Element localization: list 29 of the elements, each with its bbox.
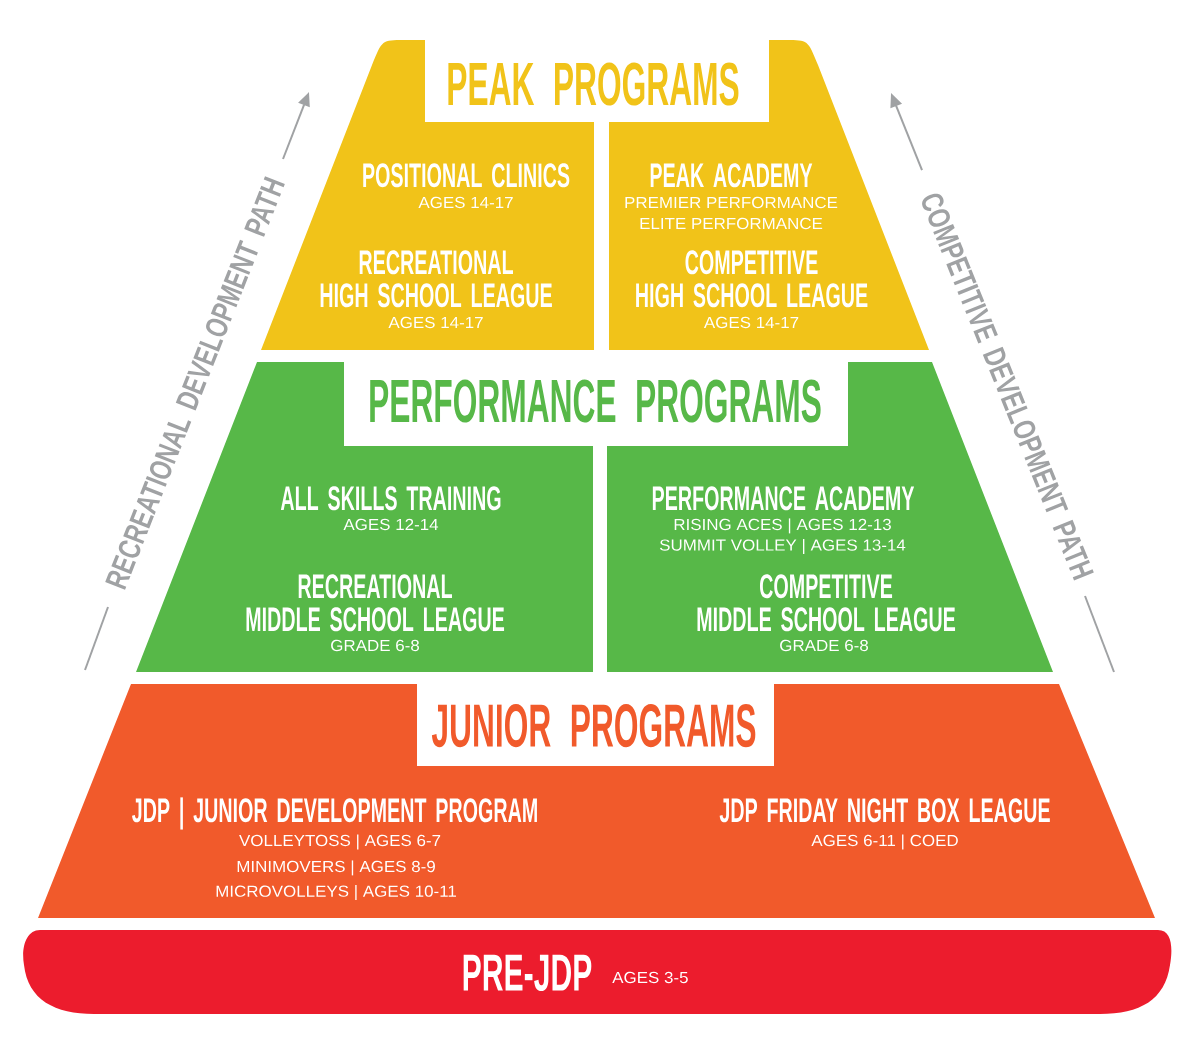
program-detail: GRADE 6-8: [331, 639, 419, 652]
program-title: RECREATIONAL HIGH SCHOOL LEAGUE: [320, 250, 552, 308]
program-detail: MICROVOLLEYS | AGES 10-11: [216, 885, 456, 901]
program-detail: AGES 6-11 | COED: [811, 834, 958, 850]
program-detail: RISING ACES | AGES 12-13: [674, 518, 891, 534]
program-title: PEAK ACADEMY: [650, 163, 813, 188]
program-title: COMPETITIVE HIGH SCHOOL LEAGUE: [636, 250, 868, 308]
tier-heading: PEAK PROGRAMS: [448, 62, 739, 106]
program-detail: MINIMOVERS | AGES 8-9: [237, 860, 435, 876]
program-detail: GRADE 6-8: [780, 639, 868, 652]
program-detail: VOLLEYTOSS | AGES 6-7: [239, 834, 441, 850]
tier-heading: PERFORMANCE PROGRAMS: [370, 379, 821, 423]
program-title: RECREATIONAL MIDDLE SCHOOL LEAGUE: [246, 574, 505, 632]
program-detail: AGES 14-17: [703, 316, 799, 329]
program-title: COMPETITIVE MIDDLE SCHOOL LEAGUE: [697, 574, 956, 632]
program-title: ALL SKILLS TRAINING: [280, 486, 501, 511]
program-title: JDP FRIDAY NIGHT BOX LEAGUE: [719, 798, 1050, 823]
program-detail: AGES 3-5: [612, 971, 688, 984]
program-detail: AGES 14-17: [418, 196, 513, 209]
program-detail: ELITE PERFORMANCE: [640, 217, 823, 230]
program-detail: SUMMIT VOLLEY | AGES 13-14: [659, 539, 906, 554]
program-title: PERFORMANCE ACADEMY: [652, 486, 915, 511]
tier-heading: PRE-JDP: [463, 954, 592, 992]
program-detail: AGES 12-14: [343, 518, 439, 531]
program-title: JDP | JUNIOR DEVELOPMENT PROGRAM: [132, 797, 537, 830]
program-detail: PREMIER PERFORMANCE: [625, 196, 838, 209]
program-detail: AGES 14-17: [388, 316, 483, 329]
program-title: POSITIONAL CLINICS: [363, 163, 570, 188]
tier-heading: JUNIOR PROGRAMS: [431, 704, 756, 748]
